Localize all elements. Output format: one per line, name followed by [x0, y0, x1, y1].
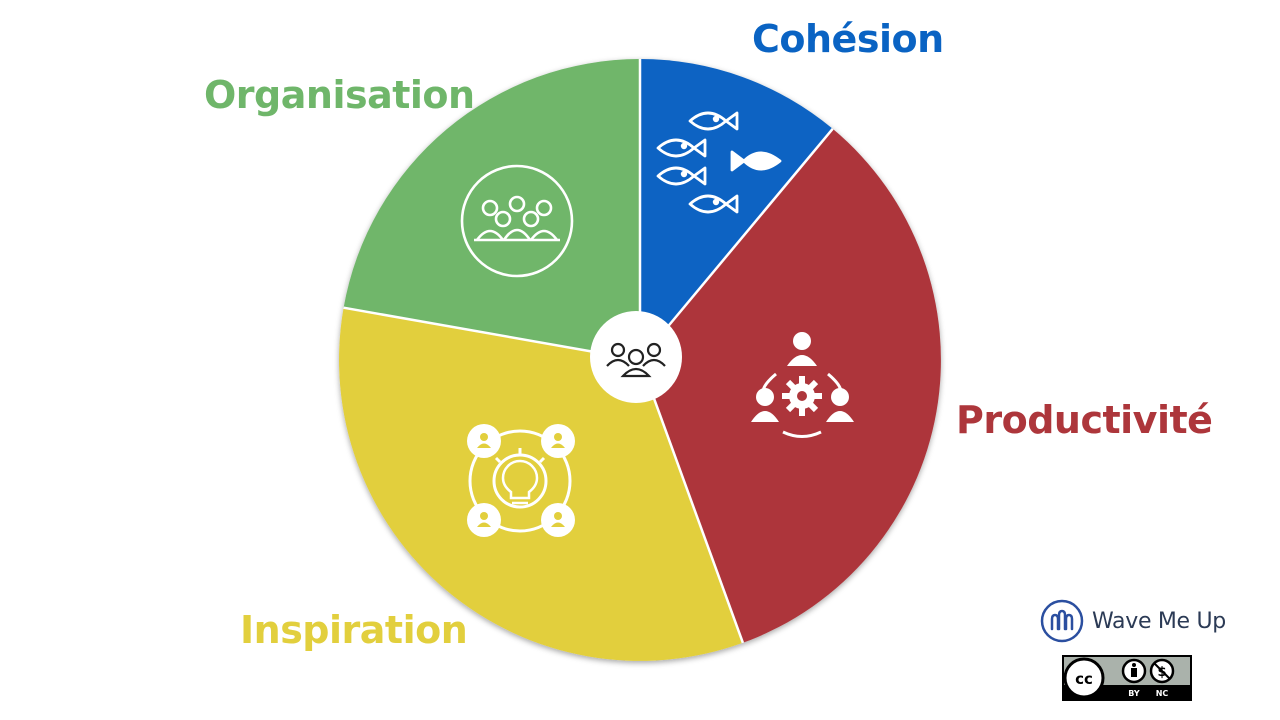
logo-text: Wave Me Up	[1092, 608, 1226, 634]
team-icon	[606, 342, 666, 378]
label-cohesion: Cohésion	[752, 17, 944, 61]
fish-school-icon	[656, 111, 782, 214]
label-organisation: Organisation	[204, 73, 475, 117]
segment-organisation	[343, 59, 640, 360]
cc-by-nc-badge: cc $ BY NC	[1062, 655, 1192, 701]
cc-by-label: BY	[1128, 689, 1140, 698]
wave-me-up-logo-icon	[1040, 599, 1084, 643]
label-inspiration: Inspiration	[240, 608, 468, 652]
team-gear-icon	[751, 332, 854, 438]
svg-text:cc: cc	[1075, 670, 1093, 688]
cc-nc-label: NC	[1156, 689, 1169, 698]
crowd-icon	[460, 164, 574, 278]
label-productivite: Productivité	[956, 398, 1213, 442]
svg-text:$: $	[1157, 665, 1166, 680]
center-hub	[590, 311, 682, 403]
person-badges	[477, 433, 565, 527]
wave-me-up-logo: Wave Me Up	[1040, 598, 1240, 644]
